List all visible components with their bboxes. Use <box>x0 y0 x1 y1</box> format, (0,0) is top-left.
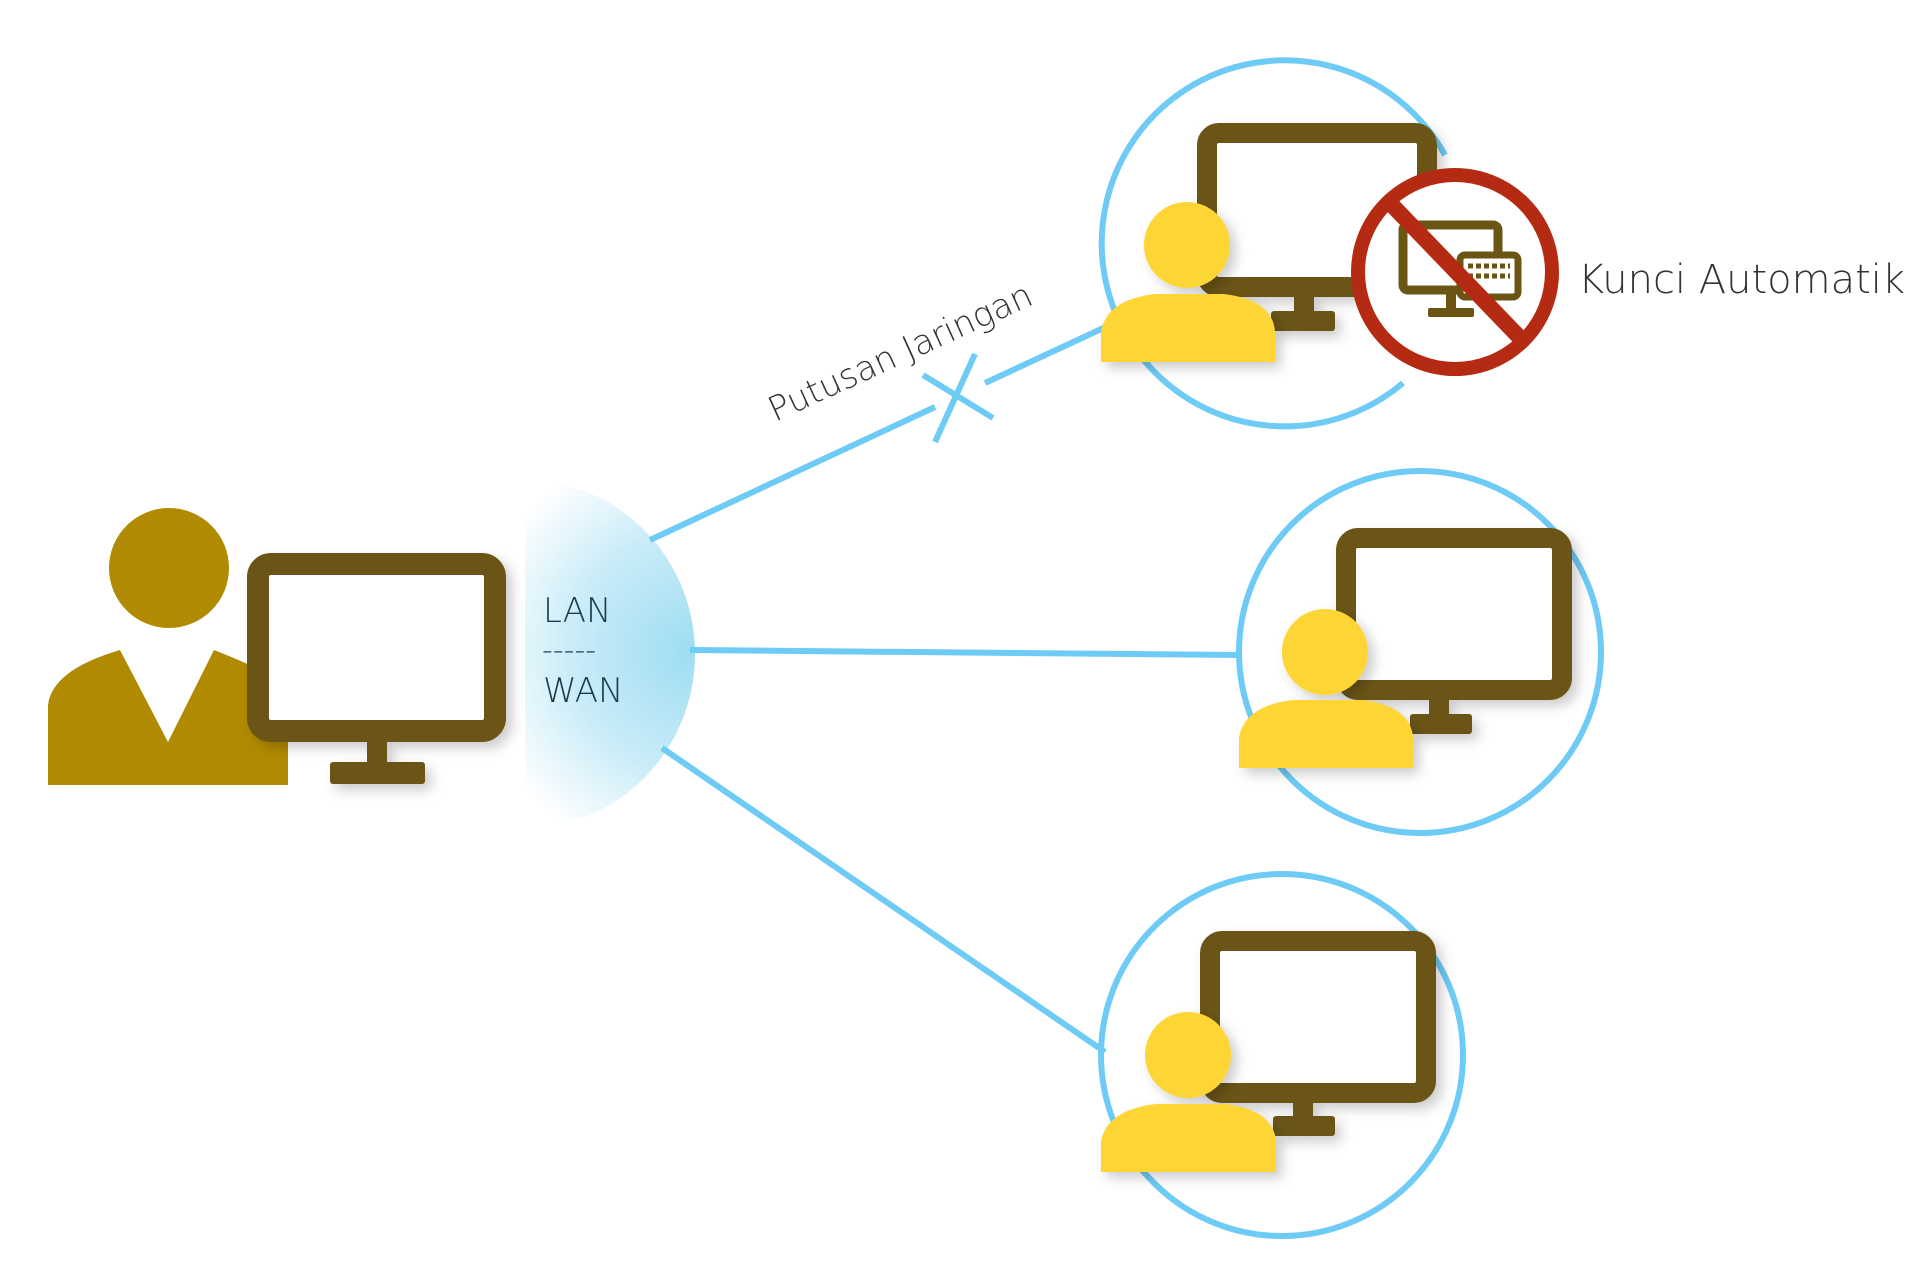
client-1-ring <box>1098 57 1448 430</box>
client-1: Kunci Automatik <box>1098 57 1905 430</box>
prohibited-computer-icon <box>1351 168 1559 376</box>
disconnect-label: Putusan Jaringan <box>762 275 1039 430</box>
auto-lock-label: Kunci Automatik <box>1578 257 1905 303</box>
client-3-ring <box>1098 871 1466 1239</box>
client-2-ring <box>1236 468 1604 836</box>
link-to-client-1-segment-a <box>648 404 937 543</box>
hub-lan-label: LAN <box>543 591 611 631</box>
client-3-monitor-icon <box>1200 931 1436 1136</box>
link-to-client-3 <box>660 745 1107 1055</box>
client-2 <box>1236 468 1604 836</box>
network-hub <box>525 480 695 828</box>
client-2-user-icon <box>1239 609 1413 768</box>
link-to-client-2 <box>689 647 1241 658</box>
client-2-monitor-icon <box>1336 528 1572 734</box>
client-3 <box>1098 871 1466 1239</box>
hub-wan-label: WAN <box>543 671 623 711</box>
admin-monitor-icon <box>247 553 506 784</box>
client-3-user-icon <box>1101 1012 1276 1172</box>
disconnect-mark <box>921 352 995 444</box>
admin-user-icon <box>48 508 288 785</box>
client-1-user-icon <box>1101 202 1275 362</box>
hub-separator: ----- <box>542 633 596 668</box>
